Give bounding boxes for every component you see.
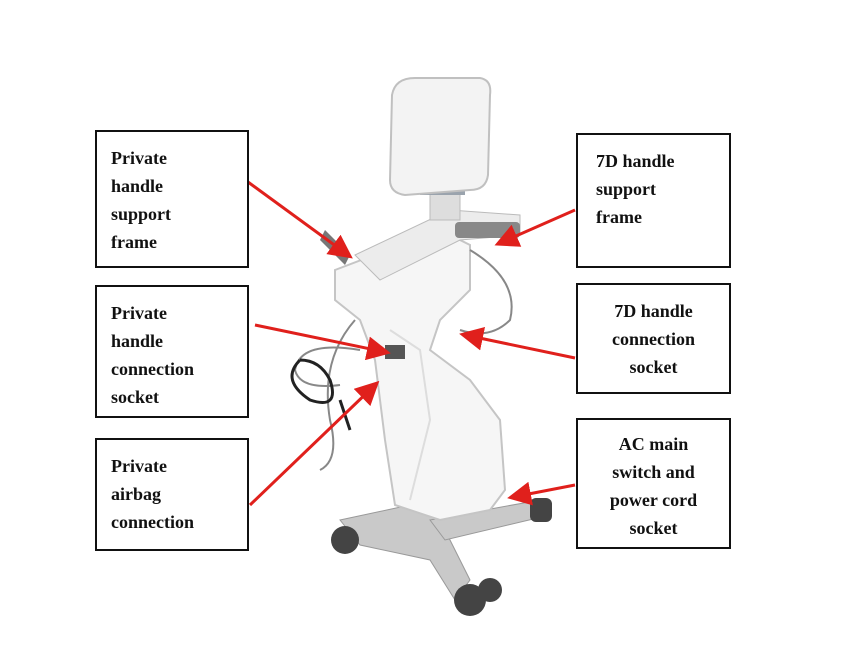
arrow-7d-handle-support-frame bbox=[494, 208, 576, 247]
7d-handle-holder bbox=[455, 222, 520, 238]
label-line: AC main bbox=[618, 434, 689, 454]
label-private-airbag-connection: Private airbag connection bbox=[95, 438, 249, 551]
label-ac-main-switch-power-cord-socket: AC main switch and power cord socket bbox=[576, 418, 731, 549]
arrow-private-handle-support-frame bbox=[247, 180, 353, 259]
label-line: airbag bbox=[111, 484, 162, 504]
label-line: connection bbox=[111, 359, 194, 379]
label-line: power cord bbox=[609, 490, 698, 510]
label-private-handle-support-frame: Private handle support frame bbox=[95, 130, 249, 268]
label-line: connection bbox=[612, 329, 695, 349]
label-line: 7D handle bbox=[614, 301, 693, 321]
label-line: connection bbox=[111, 512, 194, 532]
device-body bbox=[334, 228, 507, 522]
label-line: support bbox=[111, 204, 172, 224]
label-7d-handle-support-frame: 7D handle support frame bbox=[576, 133, 731, 268]
label-line: support bbox=[596, 179, 657, 199]
label-line: 7D handle bbox=[596, 151, 675, 171]
label-line: handle bbox=[111, 176, 164, 196]
label-line: socket bbox=[629, 518, 678, 538]
label-line: frame bbox=[596, 207, 642, 227]
arrow-7d-handle-connection-socket bbox=[459, 326, 576, 360]
label-line: handle bbox=[111, 331, 164, 351]
private-handle bbox=[320, 230, 350, 265]
label-line: Private bbox=[111, 456, 167, 476]
airbag-cable bbox=[290, 358, 352, 431]
label-line: Private bbox=[111, 303, 167, 323]
arrow-ac-main-switch bbox=[507, 481, 576, 506]
label-line: socket bbox=[629, 357, 678, 377]
label-line: frame bbox=[111, 232, 157, 252]
label-line: switch and bbox=[612, 462, 695, 482]
label-line: Private bbox=[111, 148, 167, 168]
monitor bbox=[388, 77, 492, 197]
private-socket bbox=[385, 345, 405, 359]
label-private-handle-connection-socket: Private handle connection socket bbox=[95, 285, 249, 418]
caster-wheels bbox=[331, 498, 552, 616]
arrow-private-airbag-connection bbox=[248, 380, 380, 507]
label-7d-handle-connection-socket: 7D handle connection socket bbox=[576, 283, 731, 394]
label-line: socket bbox=[111, 387, 159, 407]
arrow-private-handle-connection-socket bbox=[254, 323, 391, 361]
